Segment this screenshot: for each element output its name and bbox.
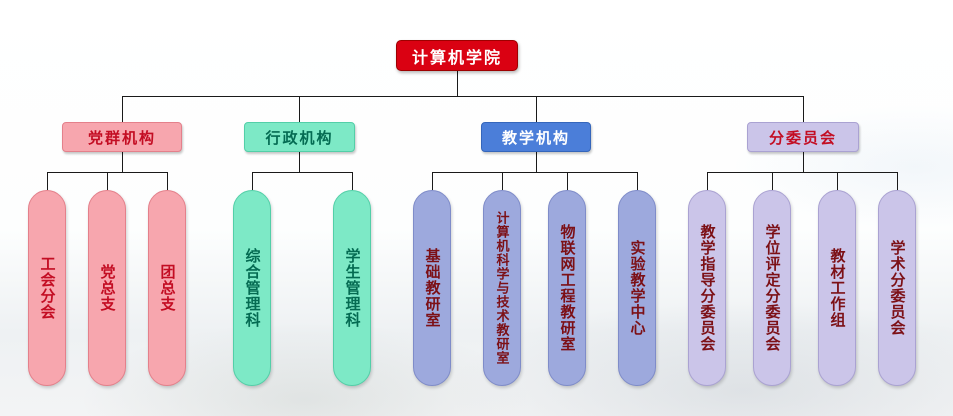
org-node-label: 学生管理科 bbox=[343, 248, 361, 328]
connector-line bbox=[432, 172, 638, 173]
org-node-leaf: 工会分会 bbox=[28, 190, 66, 386]
connector-line bbox=[897, 172, 898, 190]
org-node-subcommittees: 分委员会 bbox=[747, 122, 859, 152]
connector-line bbox=[299, 152, 300, 172]
connector-line bbox=[107, 172, 108, 190]
org-node-party-mass: 党群机构 bbox=[62, 122, 182, 152]
connector-line bbox=[47, 172, 48, 190]
org-node-leaf: 学生管理科 bbox=[333, 190, 371, 386]
org-node-label: 行政机构 bbox=[265, 129, 334, 147]
org-node-root: 计算机学院 bbox=[396, 40, 518, 71]
org-node-root-label: 计算机学院 bbox=[411, 49, 502, 67]
org-node-leaf: 基础教研室 bbox=[413, 190, 451, 386]
connector-line bbox=[122, 152, 123, 172]
org-node-leaf: 学位评定分委员会 bbox=[753, 190, 791, 386]
connector-line bbox=[122, 96, 804, 97]
connector-line bbox=[772, 172, 773, 190]
connector-line bbox=[707, 172, 708, 190]
org-node-label: 分委员会 bbox=[768, 129, 837, 147]
connector-line bbox=[502, 172, 503, 190]
org-node-leaf: 学术分委员会 bbox=[878, 190, 916, 386]
connector-line bbox=[122, 96, 123, 122]
connector-line bbox=[567, 172, 568, 190]
org-node-label: 团总支 bbox=[158, 264, 176, 312]
org-node-label: 工会分会 bbox=[38, 256, 56, 320]
org-node-leaf: 计算机科学与技术教研室 bbox=[483, 190, 521, 386]
org-node-label: 教材工作组 bbox=[828, 248, 846, 328]
org-node-label: 党总支 bbox=[98, 264, 116, 312]
org-node-label: 计算机科学与技术教研室 bbox=[494, 211, 510, 365]
org-node-label: 学术分委员会 bbox=[888, 240, 906, 336]
connector-line bbox=[536, 96, 537, 122]
connector-line bbox=[837, 172, 838, 190]
org-node-leaf: 实验教学中心 bbox=[618, 190, 656, 386]
connector-line bbox=[252, 172, 253, 190]
org-node-administrative: 行政机构 bbox=[244, 122, 355, 152]
org-node-teaching: 教学机构 bbox=[481, 122, 591, 152]
org-node-label: 党群机构 bbox=[87, 129, 156, 147]
org-node-leaf: 教材工作组 bbox=[818, 190, 856, 386]
org-node-label: 教学机构 bbox=[501, 129, 570, 147]
connector-line bbox=[167, 172, 168, 190]
connector-line bbox=[299, 96, 300, 122]
org-node-leaf: 物联网工程教研室 bbox=[548, 190, 586, 386]
org-node-label: 基础教研室 bbox=[423, 248, 441, 328]
connector-line bbox=[432, 172, 433, 190]
connector-line bbox=[252, 172, 353, 173]
connector-line bbox=[352, 172, 353, 190]
connector-line bbox=[803, 96, 804, 122]
connector-line bbox=[707, 172, 898, 173]
org-node-leaf: 教学指导分委员会 bbox=[688, 190, 726, 386]
org-node-label: 物联网工程教研室 bbox=[558, 224, 576, 352]
connector-line bbox=[536, 152, 537, 172]
connector-line bbox=[637, 172, 638, 190]
org-node-leaf: 党总支 bbox=[88, 190, 126, 386]
connector-line bbox=[457, 71, 458, 96]
org-node-leaf: 综合管理科 bbox=[233, 190, 271, 386]
org-node-label: 教学指导分委员会 bbox=[698, 224, 716, 352]
org-node-label: 综合管理科 bbox=[243, 248, 261, 328]
org-node-label: 实验教学中心 bbox=[628, 240, 646, 336]
connector-line bbox=[803, 152, 804, 172]
org-node-leaf: 团总支 bbox=[148, 190, 186, 386]
org-node-label: 学位评定分委员会 bbox=[763, 224, 781, 352]
